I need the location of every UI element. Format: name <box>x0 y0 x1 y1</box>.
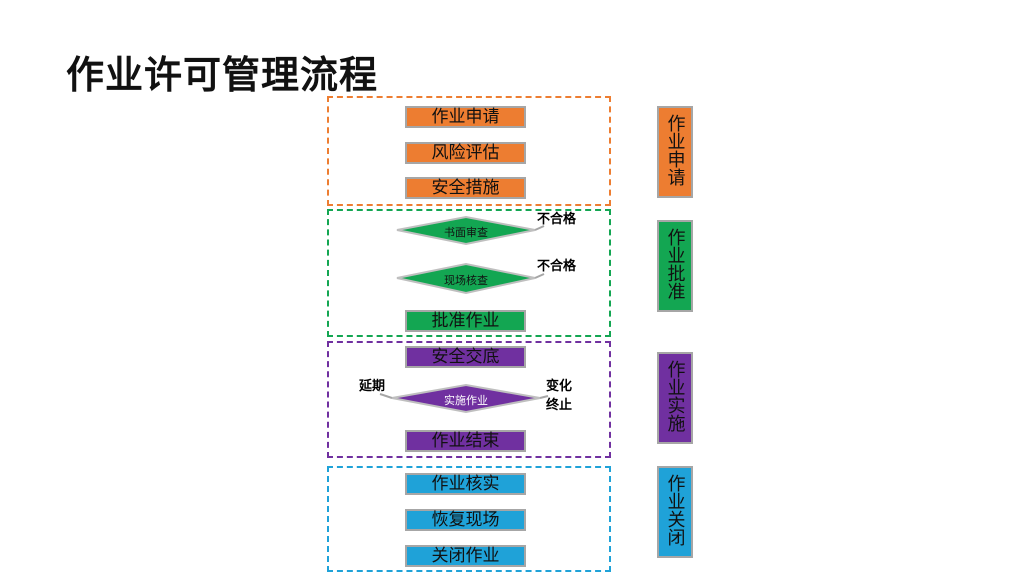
step-close-work: 关闭作业 <box>405 545 526 567</box>
note-site-fail: 不合格 <box>537 259 577 274</box>
group-apply-box <box>327 96 611 206</box>
step-risk-assessment: 风险评估 <box>405 142 526 164</box>
change-line <box>539 395 549 399</box>
step-approve-work: 批准作业 <box>405 310 526 332</box>
fail-line-site <box>534 273 545 279</box>
diamond-site-check-label: 现场核查 <box>444 274 488 287</box>
diamond-written-review-label: 书面审查 <box>444 226 488 239</box>
side-label-approve: 作业批准 <box>657 220 693 312</box>
side-label-implement: 作业实施 <box>657 352 693 444</box>
group-approve-box <box>327 209 611 337</box>
fail-line-written <box>534 225 545 231</box>
step-restore-site: 恢复现场 <box>405 509 526 531</box>
step-safety-briefing: 安全交底 <box>405 346 526 368</box>
step-work-finish: 作业结束 <box>405 430 526 452</box>
step-work-application: 作业申请 <box>405 106 526 128</box>
step-safety-measures: 安全措施 <box>405 177 526 199</box>
diamond-execute-label: 实施作业 <box>444 394 488 407</box>
note-written-fail: 不合格 <box>537 212 577 227</box>
note-extend: 延期 <box>359 379 386 394</box>
group-close-box <box>327 466 611 572</box>
side-label-close: 作业关闭 <box>657 466 693 558</box>
page-title: 作业许可管理流程 <box>66 53 379 97</box>
note-change: 变化 <box>546 379 573 394</box>
step-work-verify: 作业核实 <box>405 473 526 495</box>
side-label-apply: 作业申请 <box>657 106 693 198</box>
group-implement-box <box>327 341 611 458</box>
extend-line <box>379 393 393 399</box>
note-terminate: 终止 <box>546 398 573 413</box>
